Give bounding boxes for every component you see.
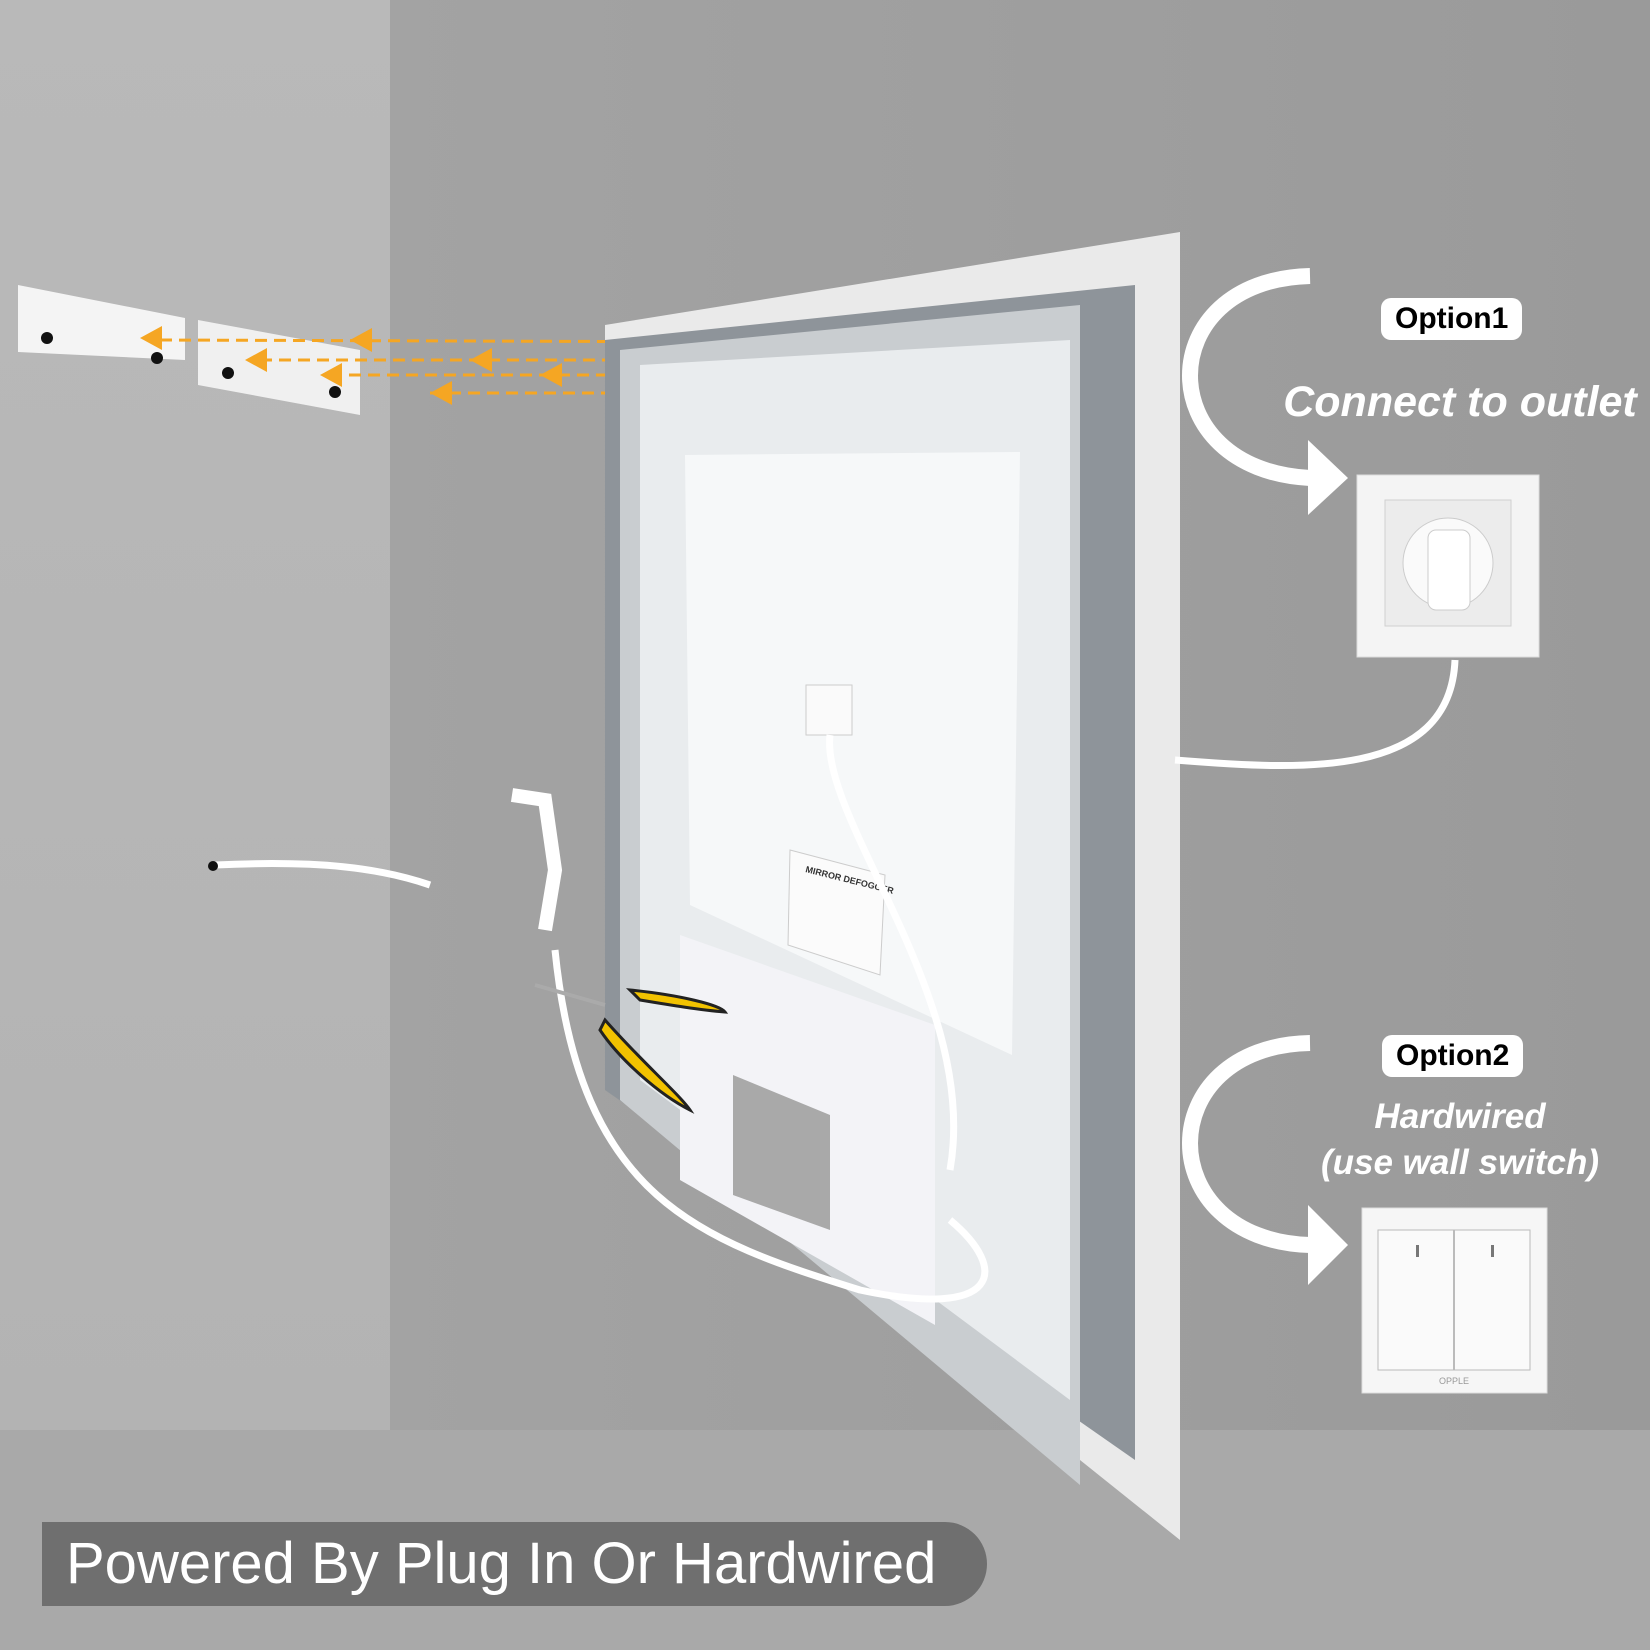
option2-badge: Option2 <box>1382 1035 1524 1077</box>
curved-arrows <box>1182 268 1311 1253</box>
arrow-head-2 <box>1308 1205 1348 1285</box>
plug-icon <box>510 788 563 932</box>
wall-switch-icon <box>1361 1207 1548 1394</box>
mounting-brackets <box>18 285 360 415</box>
scissors-icon <box>534 983 729 1114</box>
product-label <box>787 849 886 976</box>
caption-banner: Powered By Plug In Or Hardwired <box>42 1522 987 1606</box>
option1-badge: Option1 <box>1381 298 1523 340</box>
option2-caption-line1: Hardwired <box>1374 1097 1546 1136</box>
socket-pad <box>805 684 853 736</box>
option2-caption-line2: (use wall switch) <box>1320 1143 1600 1182</box>
switch-brand: OPPLE <box>1439 1376 1469 1386</box>
cable-end <box>208 861 218 871</box>
wall-outlet-icon <box>1356 474 1540 658</box>
mirror-back <box>605 232 1180 1540</box>
driver-label <box>733 1075 830 1230</box>
arrow-head-1 <box>1308 440 1348 515</box>
side-wall <box>0 0 390 1430</box>
cables <box>214 659 1459 1303</box>
option1-caption: Connect to outlet <box>1283 378 1637 426</box>
